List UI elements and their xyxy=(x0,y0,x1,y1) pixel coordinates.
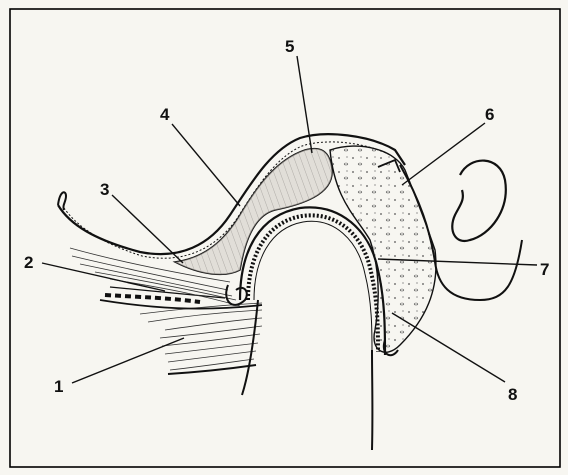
callout-label-2: 2 xyxy=(24,253,33,272)
callout-label-6: 6 xyxy=(485,105,494,124)
callout-label-1: 1 xyxy=(54,377,63,396)
callout-label-8: 8 xyxy=(508,385,517,404)
callout-label-7: 7 xyxy=(540,260,549,279)
callout-label-5: 5 xyxy=(285,37,294,56)
callout-label-4: 4 xyxy=(160,105,170,124)
callout-label-3: 3 xyxy=(100,180,109,199)
